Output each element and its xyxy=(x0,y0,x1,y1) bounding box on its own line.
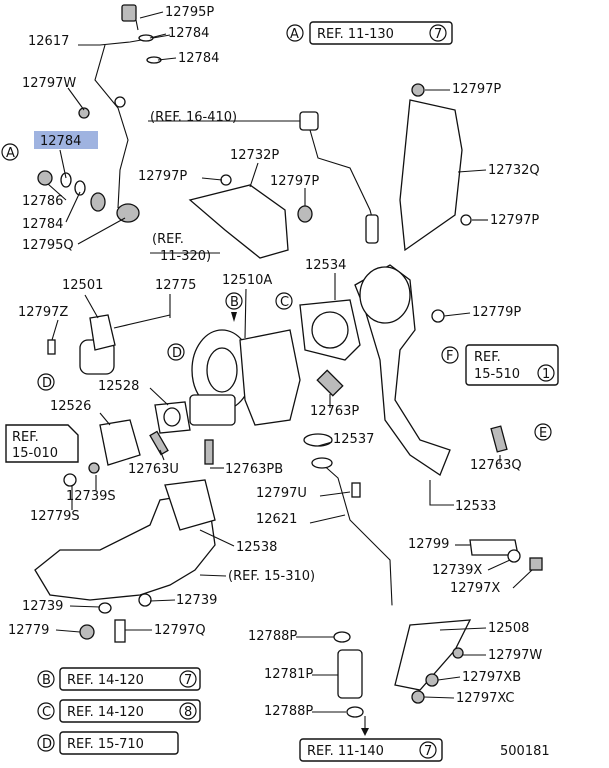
ref-c-text: REF. 14-120 xyxy=(67,705,144,720)
part-label-12732Q[interactable]: 12732Q xyxy=(488,163,540,178)
part-label-12779[interactable]: 12779 xyxy=(8,623,49,638)
part-label-12779P[interactable]: 12779P xyxy=(472,305,521,320)
part-label-12739X[interactable]: 12739X xyxy=(432,563,482,578)
marker-a-left: A xyxy=(6,146,15,161)
ref-d-text: REF. 15-710 xyxy=(67,737,144,752)
part-label-12797U[interactable]: 12797U xyxy=(256,486,307,501)
ref-16-410[interactable]: (REF. 16-410) xyxy=(150,110,237,125)
diagram-code: 500181 xyxy=(500,744,550,759)
part-label-12621[interactable]: 12621 xyxy=(256,512,297,527)
marker-b: B xyxy=(230,295,239,310)
ref-bottom-text: REF. 11-140 xyxy=(307,744,384,759)
part-label-12528[interactable]: 12528 xyxy=(98,379,139,394)
selected-part-highlight xyxy=(34,131,98,149)
marker-a-top: A xyxy=(290,27,299,42)
ref-box-a-top[interactable]: A REF. 11-130 7 xyxy=(286,21,453,45)
part-label-12763PB[interactable]: 12763PB xyxy=(225,462,283,477)
part-label-12501[interactable]: 12501 xyxy=(62,278,103,293)
ref-box-b[interactable]: B REF. 14-120 7 xyxy=(37,667,201,691)
part-label-12526[interactable]: 12526 xyxy=(50,399,91,414)
part-label-12510A[interactable]: 12510A xyxy=(222,273,272,288)
ref-f-circled: 1 xyxy=(542,367,550,382)
part-label-12799[interactable]: 12799 xyxy=(408,537,449,552)
ref-15-310[interactable]: (REF. 15-310) xyxy=(228,569,315,584)
part-label-12797XC[interactable]: 12797XC xyxy=(456,691,514,706)
ref-bottom-circled: 7 xyxy=(424,744,432,759)
ref-b-text: REF. 14-120 xyxy=(67,673,144,688)
part-label-12732P[interactable]: 12732P xyxy=(230,148,279,163)
part-label-12739-left[interactable]: 12739 xyxy=(22,599,63,614)
part-label-12784-c[interactable]: 12784 xyxy=(22,217,63,232)
part-label-12784-b[interactable]: 12784 xyxy=(178,51,219,66)
marker-c-bottom: C xyxy=(42,705,51,720)
part-label-12786[interactable]: 12786 xyxy=(22,194,63,209)
ref-a-top-circled: 7 xyxy=(434,27,442,42)
ref-box-f[interactable]: F REF. 15-510 1 xyxy=(441,344,559,386)
part-label-12797P-b[interactable]: 12797P xyxy=(138,169,187,184)
marker-e: E xyxy=(539,426,547,441)
part-label-12784-highlighted[interactable]: 12784 xyxy=(40,134,81,149)
part-label-12797X[interactable]: 12797X xyxy=(450,581,500,596)
marker-f: F xyxy=(446,349,453,364)
part-label-12797Z[interactable]: 12797Z xyxy=(18,305,68,320)
marker-d-bottom: D xyxy=(42,737,52,752)
ref-c-circled: 8 xyxy=(184,705,192,720)
direction-markers: B C D D E A xyxy=(1,143,552,441)
part-label-12797W-right[interactable]: 12797W xyxy=(488,648,542,663)
ref-box-c[interactable]: C REF. 14-120 8 xyxy=(37,699,201,723)
ref-f-line2: 15-510 xyxy=(474,367,520,382)
part-label-12797Q[interactable]: 12797Q xyxy=(154,623,206,638)
part-label-12534[interactable]: 12534 xyxy=(305,258,346,273)
part-label-12797P-d[interactable]: 12797P xyxy=(490,213,539,228)
marker-d: D xyxy=(172,346,182,361)
part-label-12763P[interactable]: 12763P xyxy=(310,404,359,419)
ref-left-line1: REF. xyxy=(12,430,39,445)
ref-11-320-line2[interactable]: 11-320) xyxy=(160,249,211,264)
part-label-12763Q[interactable]: 12763Q xyxy=(470,458,522,473)
part-label-12788P-a[interactable]: 12788P xyxy=(248,629,297,644)
part-label-12538[interactable]: 12538 xyxy=(236,540,277,555)
part-label-12797P-c[interactable]: 12797P xyxy=(270,174,319,189)
part-label-12617[interactable]: 12617 xyxy=(28,34,69,49)
marker-d-left: D xyxy=(42,376,52,391)
part-labels[interactable]: 12795P 12784 12617 12784 12797W 12784 12… xyxy=(8,5,542,719)
marker-b-bottom: B xyxy=(42,673,51,688)
part-label-12779S[interactable]: 12779S xyxy=(30,509,80,524)
part-label-12795Q[interactable]: 12795Q xyxy=(22,238,74,253)
part-label-12781P[interactable]: 12781P xyxy=(264,667,313,682)
part-label-12739S[interactable]: 12739S xyxy=(66,489,116,504)
ref-a-top-text: REF. 11-130 xyxy=(317,27,394,42)
ref-11-320-line1[interactable]: (REF. xyxy=(152,232,184,247)
part-label-12739-right[interactable]: 12739 xyxy=(176,593,217,608)
parts-illustration xyxy=(34,4,543,736)
marker-c: C xyxy=(280,295,289,310)
part-label-12508[interactable]: 12508 xyxy=(488,621,529,636)
part-label-12763U[interactable]: 12763U xyxy=(128,462,179,477)
part-label-12533[interactable]: 12533 xyxy=(455,499,496,514)
ref-box-left[interactable]: REF. 15-010 xyxy=(5,424,79,463)
part-label-12537[interactable]: 12537 xyxy=(333,432,374,447)
part-label-12797XB[interactable]: 12797XB xyxy=(462,670,521,685)
part-label-12797W-left[interactable]: 12797W xyxy=(22,76,76,91)
ref-b-circled: 7 xyxy=(184,673,192,688)
ref-box-d[interactable]: D REF. 15-710 xyxy=(37,731,179,755)
part-label-12788P-b[interactable]: 12788P xyxy=(264,704,313,719)
ref-f-line1: REF. xyxy=(474,350,501,365)
leader-lines xyxy=(47,11,533,713)
part-label-12784-a[interactable]: 12784 xyxy=(168,26,209,41)
part-label-12775[interactable]: 12775 xyxy=(155,278,196,293)
ref-left-line2: 15-010 xyxy=(12,446,58,461)
part-label-12797P-a[interactable]: 12797P xyxy=(452,82,501,97)
part-label-12795P-top[interactable]: 12795P xyxy=(165,5,214,20)
ref-box-bottom[interactable]: REF. 11-140 7 xyxy=(299,738,443,762)
